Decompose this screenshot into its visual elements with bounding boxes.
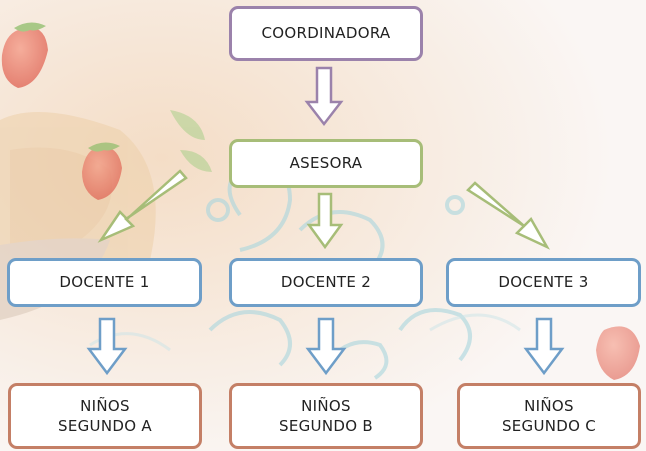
teacher-3-label: DOCENTE 3: [498, 273, 589, 292]
group-c-line1: NIÑOS: [524, 396, 574, 415]
strawberry-icon: [82, 142, 122, 200]
teacher-3-box: DOCENTE 3: [446, 258, 641, 307]
arrow-coordinator-to-advisor: [304, 66, 344, 127]
leaf-icon: [170, 110, 212, 172]
arrow-advisor-to-teacher-2: [306, 192, 344, 250]
group-c-box: NIÑOS SEGUNDO C: [457, 383, 641, 449]
teacher-2-label: DOCENTE 2: [280, 273, 372, 292]
arrow-teacher-2-to-group-b: [305, 317, 347, 376]
teacher-1-label: DOCENTE 1: [59, 273, 150, 292]
group-a-line2: SEGUNDO A: [58, 417, 152, 435]
group-c-line2: SEGUNDO C: [501, 417, 597, 435]
group-b-line2: SEGUNDO B: [279, 417, 373, 435]
group-b-box: NIÑOS SEGUNDO B: [229, 383, 423, 449]
advisor-label: ASESORA: [289, 154, 363, 173]
arrow-advisor-to-teacher-3: [466, 181, 551, 250]
arrow-teacher-1-to-group-a: [86, 317, 128, 376]
group-a-line1: NIÑOS: [80, 396, 130, 415]
advisor-box: ASESORA: [229, 139, 423, 188]
strawberry-icon: [596, 326, 640, 380]
coordinator-box: COORDINADORA: [229, 6, 423, 61]
teacher-2-box: DOCENTE 2: [229, 258, 423, 307]
group-b-line1: NIÑOS: [301, 396, 351, 415]
coordinator-label: COORDINADORA: [261, 24, 391, 43]
strawberry-icon: [1, 22, 48, 88]
arrow-advisor-to-teacher-1: [97, 169, 188, 243]
swirl-decoration: [89, 313, 521, 352]
teacher-1-box: DOCENTE 1: [7, 258, 202, 307]
group-a-box: NIÑOS SEGUNDO A: [8, 383, 202, 449]
arrow-teacher-3-to-group-c: [523, 317, 565, 376]
